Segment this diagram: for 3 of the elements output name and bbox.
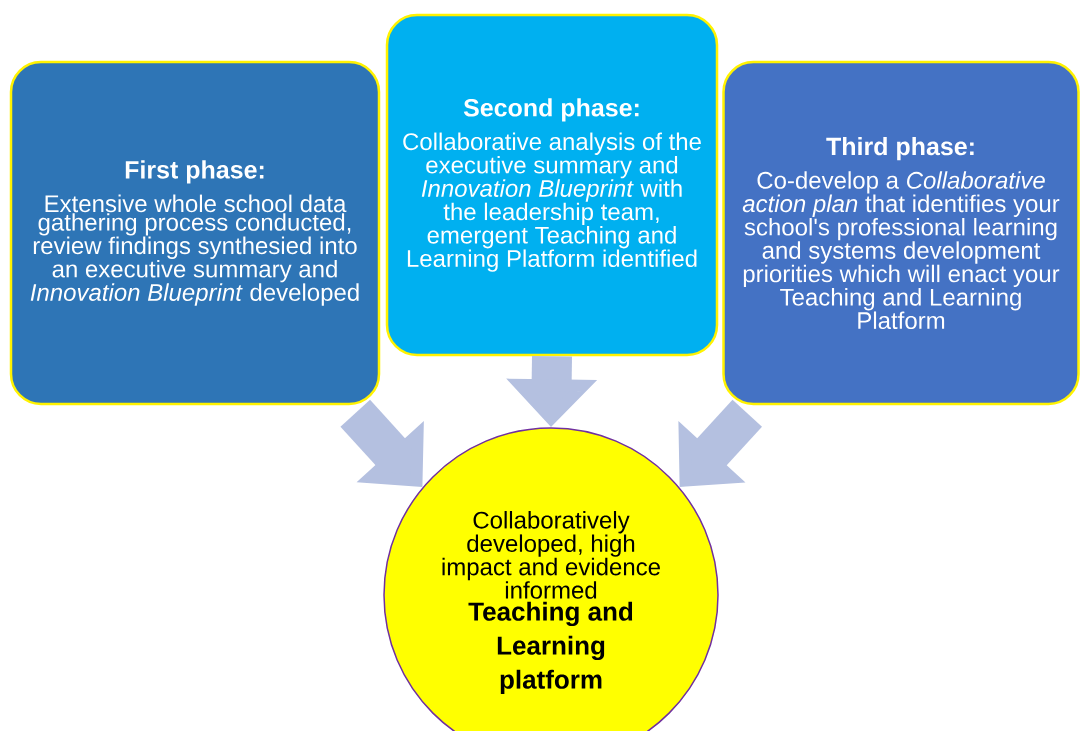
phase-box: Third phase: Co-develop a Collaborative action plan that identifies your school's professional learning and systems development priorities which will enact your Teaching and Learning Platform [722, 60, 1080, 406]
phase-box: Second phase: Collaborative analysis of the executive summary and Innovation Blueprint with the leadership team, emergent Teaching and Learning Platform identified [385, 13, 719, 357]
phase-box: First phase: Extensive whole school data gathering process conducted, review findings synthesied into an executive summary and Innovation Blueprint developed [9, 60, 381, 406]
